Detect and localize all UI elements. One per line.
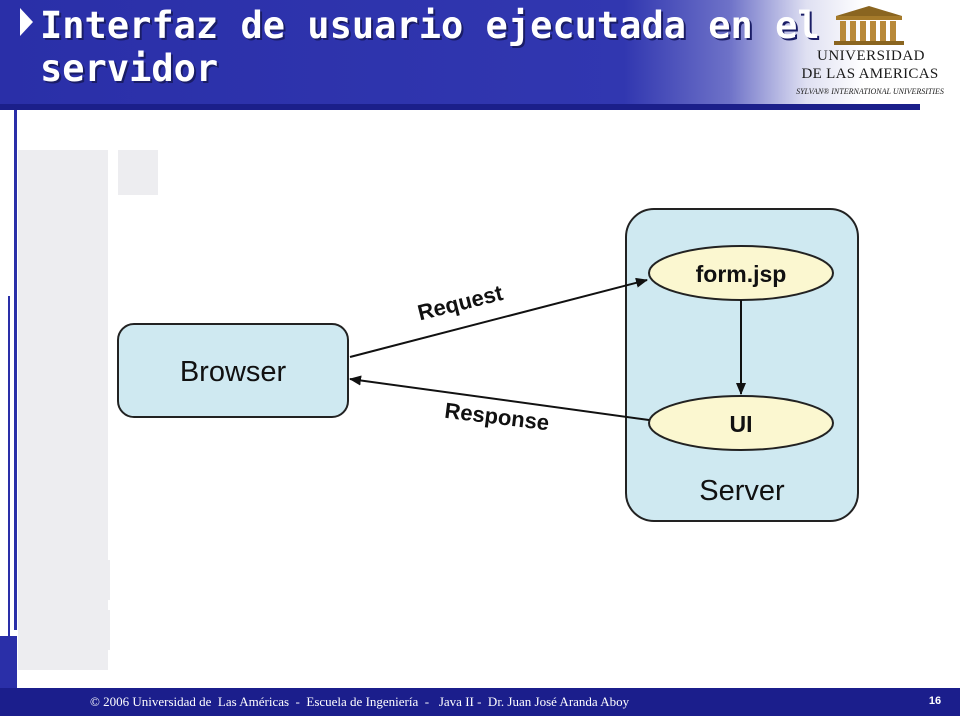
browser-label: Browser bbox=[180, 356, 287, 388]
slide-header bbox=[0, 0, 960, 110]
ui-node bbox=[648, 395, 834, 451]
logo-text: UNIVERSIDAD bbox=[817, 48, 925, 64]
page-number: 16 bbox=[928, 695, 942, 707]
server-label: Server bbox=[699, 475, 785, 507]
header-rule bbox=[0, 104, 920, 110]
form-jsp-label: form.jsp bbox=[696, 261, 787, 287]
university-logo: UNIVERSIDAD DE LAS AMERICAS SYLVAN® INTE… bbox=[784, 4, 954, 104]
logo-tagline: SYLVAN® INTERNATIONAL UNIVERSITIES bbox=[796, 87, 944, 96]
response-arrow bbox=[349, 375, 650, 421]
university-building-icon bbox=[834, 6, 904, 45]
slide-footer: © 2006 Universidad de Las Américas - Esc… bbox=[0, 688, 960, 716]
left-accent-block bbox=[0, 636, 17, 688]
left-accent-bar bbox=[8, 296, 10, 636]
background-column bbox=[118, 150, 158, 195]
logo-text: DE LAS AMERICAS bbox=[801, 66, 939, 82]
slide-title: Interfaz de usuario ejecutada en el serv… bbox=[40, 4, 820, 90]
footer-text: © 2006 Universidad de Las Américas - Esc… bbox=[90, 694, 630, 709]
request-arrow bbox=[349, 277, 648, 358]
browser-box bbox=[117, 323, 349, 418]
ui-label: UI bbox=[730, 411, 753, 437]
bullet-arrow-icon bbox=[20, 8, 33, 36]
left-accent-bar bbox=[14, 110, 17, 630]
